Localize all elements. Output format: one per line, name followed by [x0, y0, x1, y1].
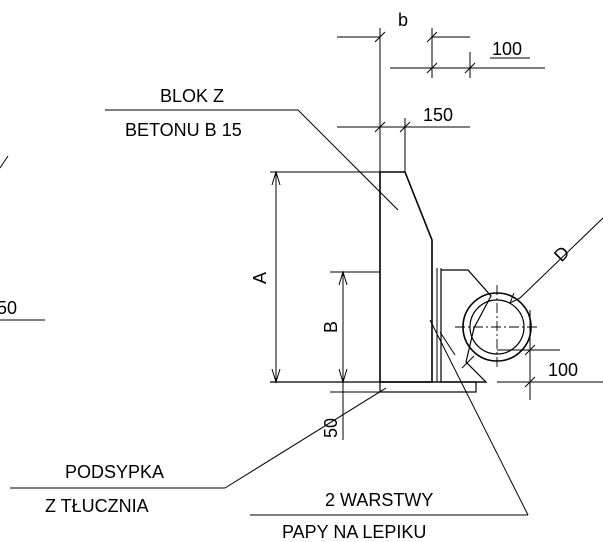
dim-100-top: 100 — [390, 28, 545, 78]
dim-A-label: A — [250, 272, 270, 284]
dim-100-right: 100 — [497, 310, 603, 400]
felt-label-line2: PAPY NA LEPIKU — [282, 522, 426, 542]
gravel-label: PODSYPKA Z TŁUCZNIA — [10, 387, 387, 516]
felt-label-line1: 2 WARSTWY — [325, 490, 433, 510]
dim-D-label: D — [550, 242, 573, 265]
concrete-block — [379, 171, 433, 383]
pipe-bedding-wedge — [440, 269, 492, 383]
dim-50-base-label: 50 — [321, 418, 341, 438]
dim-b-label: b — [398, 10, 408, 30]
dim-100-top-label: 100 — [492, 39, 522, 59]
dim-50-base: 50 — [321, 382, 380, 440]
dim-150-label: 150 — [423, 105, 453, 125]
dim-A: A — [250, 170, 380, 384]
dim-B: B — [321, 270, 380, 384]
block-label-line1: BLOK Z — [160, 86, 224, 106]
dim-B-label: B — [321, 321, 341, 333]
left-edge-fragment: 50 — [0, 155, 45, 321]
dim-b: b — [337, 10, 470, 172]
felt-label: 2 WARSTWY PAPY NA LEPIKU — [250, 319, 529, 542]
left-edge-50-label: 50 — [0, 298, 17, 318]
dim-150: 150 — [337, 105, 470, 172]
drain-pipe — [455, 285, 540, 370]
gravel-label-line1: PODSYPKA — [65, 462, 164, 482]
block-label: BLOK Z BETONU B 15 — [105, 86, 399, 211]
dim-100-right-label: 100 — [548, 360, 578, 380]
gravel-label-line2: Z TŁUCZNIA — [45, 496, 149, 516]
block-label-line2: BETONU B 15 — [125, 120, 242, 140]
dim-D: D — [461, 217, 603, 369]
